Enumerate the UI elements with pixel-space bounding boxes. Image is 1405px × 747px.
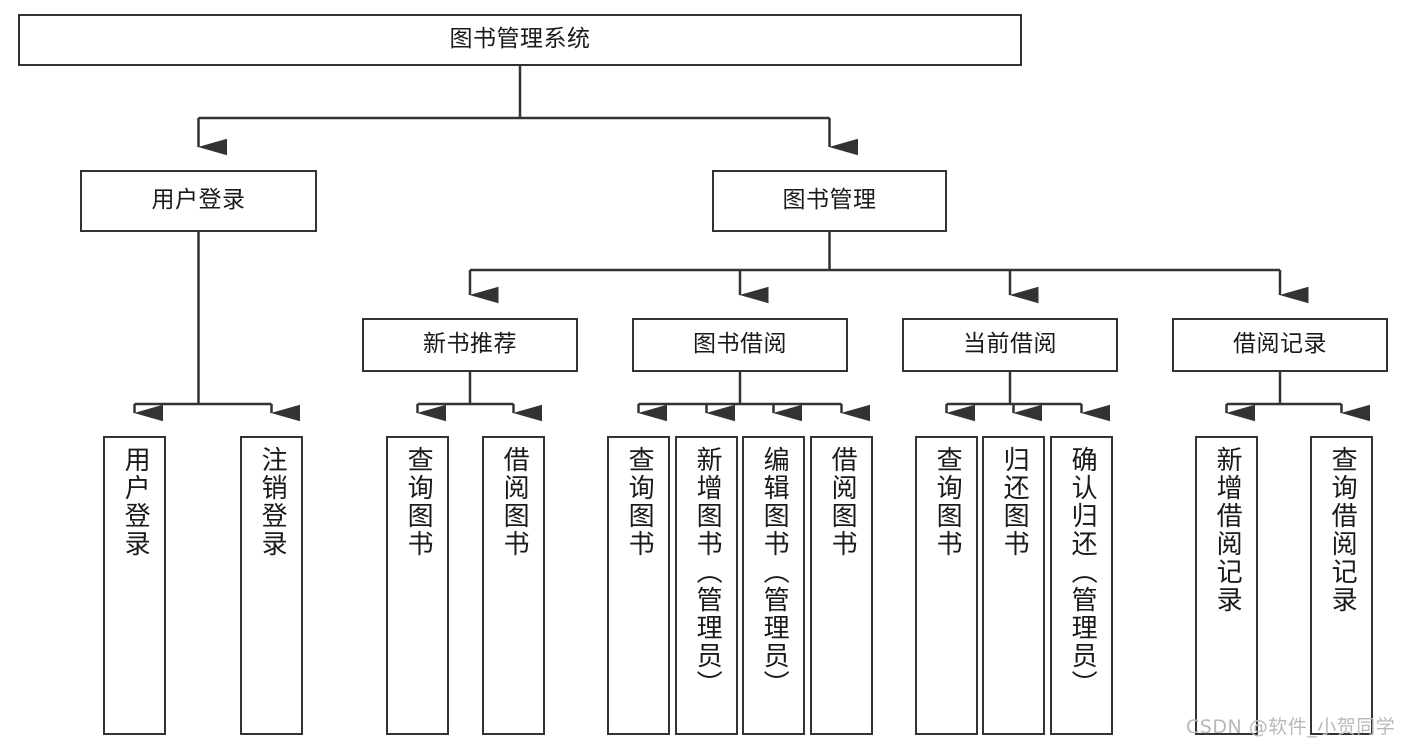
- node-label-user-login: 用户登录: [151, 187, 246, 214]
- node-leaf-query-3[interactable]: 查询图书: [915, 436, 978, 735]
- node-leaf-query-2[interactable]: 查询图书: [607, 436, 670, 735]
- csdn-watermark: CSDN @软件_小贺同学: [1186, 716, 1396, 738]
- node-label-borrow-record: 借阅记录: [1233, 331, 1327, 358]
- node-leaf-add-rec[interactable]: 新增借阅记录: [1195, 436, 1258, 735]
- node-leaf-borrow-1[interactable]: 借阅图书: [482, 436, 545, 735]
- node-label-leaf-confirm: 确认归还（管理员）: [1067, 446, 1098, 698]
- node-label-book-borrow: 图书借阅: [693, 331, 787, 358]
- node-leaf-query-rec[interactable]: 查询借阅记录: [1310, 436, 1373, 735]
- node-leaf-borrow-2[interactable]: 借阅图书: [810, 436, 873, 735]
- node-label-current-borrow: 当前借阅: [963, 331, 1057, 358]
- node-leaf-add-book[interactable]: 新增图书（管理员）: [675, 436, 738, 735]
- node-label-leaf-return: 归还图书: [999, 446, 1030, 558]
- node-leaf-return[interactable]: 归还图书: [982, 436, 1045, 735]
- node-label-leaf-borrow-1: 借阅图书: [499, 446, 530, 558]
- node-label-leaf-query-1: 查询图书: [403, 446, 434, 558]
- node-label-leaf-logout: 注销登录: [257, 446, 288, 558]
- node-label-leaf-edit-book: 编辑图书（管理员）: [759, 446, 790, 698]
- node-label-leaf-user-login: 用户登录: [120, 446, 151, 558]
- node-label-leaf-query-3: 查询图书: [932, 446, 963, 558]
- node-label-leaf-add-book: 新增图书（管理员）: [692, 446, 723, 698]
- node-book-borrow[interactable]: 图书借阅: [632, 318, 848, 372]
- node-label-leaf-borrow-2: 借阅图书: [827, 446, 858, 558]
- node-leaf-confirm[interactable]: 确认归还（管理员）: [1050, 436, 1113, 735]
- node-user-login[interactable]: 用户登录: [80, 170, 317, 232]
- node-label-leaf-add-rec: 新增借阅记录: [1212, 446, 1243, 614]
- node-current-borrow[interactable]: 当前借阅: [902, 318, 1118, 372]
- node-book-manage[interactable]: 图书管理: [712, 170, 947, 232]
- node-leaf-logout[interactable]: 注销登录: [240, 436, 303, 735]
- node-label-book-manage: 图书管理: [782, 187, 877, 214]
- node-leaf-query-1[interactable]: 查询图书: [386, 436, 449, 735]
- node-leaf-edit-book[interactable]: 编辑图书（管理员）: [742, 436, 805, 735]
- node-label-leaf-query-rec: 查询借阅记录: [1327, 446, 1358, 614]
- node-label-leaf-query-2: 查询图书: [624, 446, 655, 558]
- node-leaf-user-login[interactable]: 用户登录: [103, 436, 166, 735]
- node-label-root: 图书管理系统: [449, 26, 591, 53]
- node-root[interactable]: 图书管理系统: [18, 14, 1022, 66]
- node-borrow-record[interactable]: 借阅记录: [1172, 318, 1388, 372]
- node-new-book-rec[interactable]: 新书推荐: [362, 318, 578, 372]
- node-label-new-book-rec: 新书推荐: [423, 331, 517, 358]
